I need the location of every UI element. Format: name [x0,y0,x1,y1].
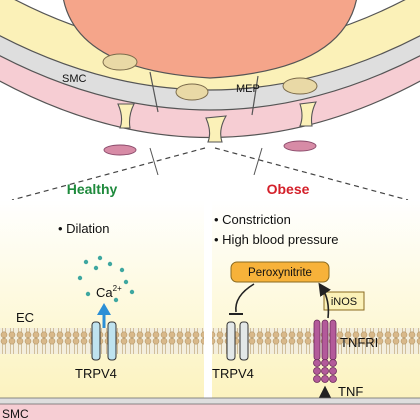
smc-layer-bottom [0,404,420,420]
inhibition-arrow [235,283,255,313]
trpv4-channel-obese [226,321,249,361]
obese-bullet-1: • High blood pressure [214,232,339,247]
obese-title: Obese [267,181,310,197]
smc-nucleus [283,140,317,152]
ec-label: EC [16,310,34,325]
mep-projection [117,103,135,129]
tnf-label: TNF [338,384,363,399]
inos-box [323,291,365,311]
inos-label: iNOS [331,296,357,308]
peroxynitrite-box [230,261,330,283]
tnfri-receptor [313,319,337,383]
vessel-cross-section: SMC MEP [0,0,420,175]
smc-bottom-label: SMC [2,407,29,420]
ec-nucleus [102,53,138,71]
mep-projection [299,101,317,127]
calcium-ions [77,255,135,303]
top-smc-label: SMC [62,73,87,85]
zoom-line-right [214,147,409,201]
healthy-panel: Healthy • Dilation Ca2+ TRPV4 [0,181,204,420]
trpv4-label-healthy: TRPV4 [75,366,117,381]
obese-bullet-0: • Constriction [214,212,291,227]
ec-nucleus [282,77,318,95]
panel-divider [204,196,212,420]
trpv4-label-obese: TRPV4 [212,366,254,381]
healthy-title: Healthy [67,181,118,197]
activation-arrow [318,282,331,319]
trpv4-channel-healthy [91,321,117,361]
top-mep-label: MEP [236,83,260,95]
peroxynitrite-label: Peroxynitrite [248,267,312,279]
healthy-bullet-0: • Dilation [58,221,110,236]
gray-lamina-bottom [0,398,420,404]
ec-membrane-healthy [0,328,204,354]
calcium-label: Ca2+ [96,284,122,300]
zoom-line-left [11,147,206,201]
ec-nucleus [175,83,209,101]
tnfri-label: TNFRI [340,335,378,350]
mep-projection [205,115,228,143]
obese-panel: Obese • Constriction • High blood pressu… [212,181,420,420]
smc-nucleus [103,144,137,156]
lumen [62,0,358,79]
